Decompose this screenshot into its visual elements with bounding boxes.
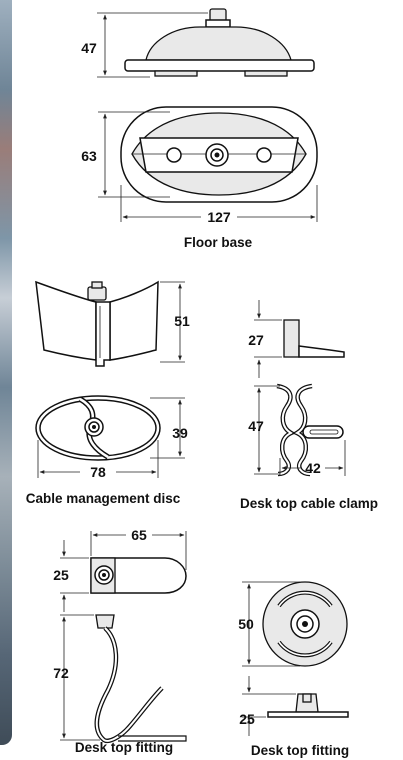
fitting-left-bottom-height-label: 72 — [53, 665, 69, 681]
floor-base-width-label: 127 — [207, 209, 231, 225]
fitting-left-width-label: 65 — [131, 527, 147, 543]
floor-base-side-view — [97, 8, 315, 78]
cable-disc-caption: Cable management disc — [26, 491, 181, 506]
fitting-left-figure: 65 25 72 Desk top fitting — [53, 527, 187, 755]
cable-clamp-middle-label: 47 — [248, 418, 264, 434]
fitting-left-top-height-label: 25 — [53, 567, 69, 583]
fitting-right-figure: 50 25 Desk top fitting — [238, 581, 349, 758]
cable-disc-width-label: 78 — [90, 464, 106, 480]
cable-clamp-figure: 27 47 42 Desk top cable clamp — [240, 300, 378, 511]
fitting-right-diameter-label: 50 — [238, 616, 254, 632]
fitting-right-top-view — [242, 581, 348, 667]
fitting-left-top-view — [60, 531, 187, 612]
fitting-left-caption: Desk top fitting — [75, 740, 173, 755]
cable-clamp-front-view — [254, 383, 346, 477]
photo-edge-strip — [0, 0, 12, 745]
floor-base-height-label: 47 — [81, 40, 97, 56]
cable-disc-figure: 51 39 78 Cable management disc — [26, 280, 190, 506]
cable-disc-height-label: 51 — [174, 313, 190, 329]
fitting-right-height-label: 25 — [239, 711, 255, 727]
cable-clamp-caption: Desk top cable clamp — [240, 496, 378, 511]
fitting-right-side-view — [242, 676, 349, 736]
fitting-right-caption: Desk top fitting — [251, 743, 349, 758]
fitting-left-side-view — [60, 614, 187, 744]
floor-base-figure: 47 63 127 Floor base — [81, 8, 318, 250]
cable-disc-top-view — [35, 395, 185, 478]
floor-base-depth-label: 63 — [81, 148, 97, 164]
cable-disc-depth-label: 39 — [172, 425, 188, 441]
cable-disc-side-view — [35, 280, 185, 367]
floor-base-top-view — [98, 106, 318, 222]
cable-clamp-width-label: 42 — [305, 460, 321, 476]
cable-clamp-top-label: 27 — [248, 332, 264, 348]
floor-base-caption: Floor base — [184, 235, 253, 250]
cable-clamp-side-view — [254, 300, 345, 378]
